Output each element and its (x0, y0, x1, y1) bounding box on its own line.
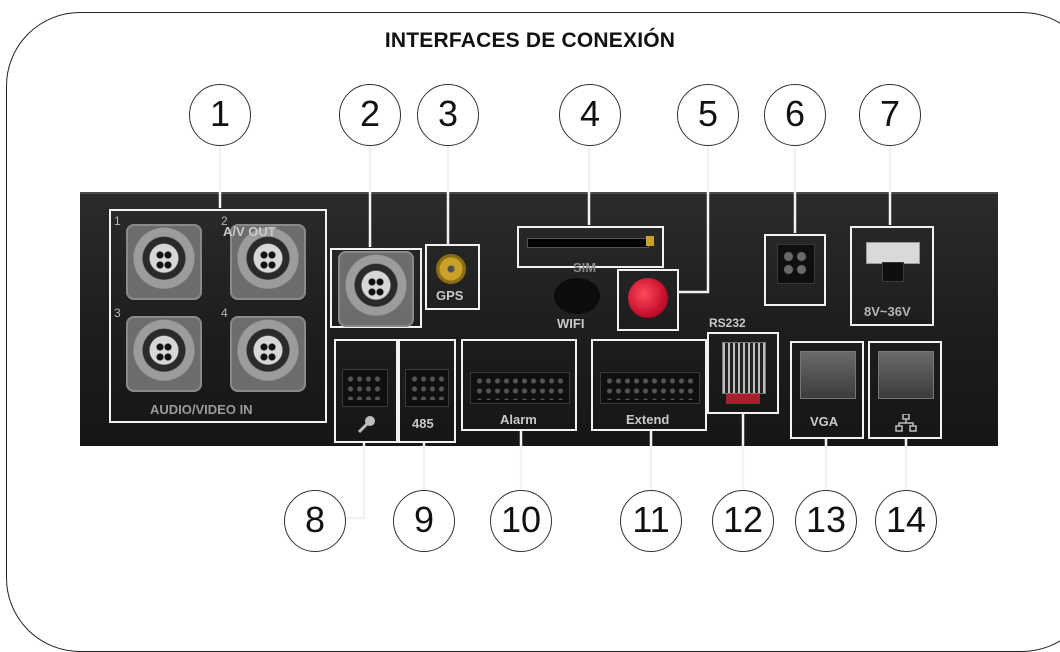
mic-port-group (334, 339, 398, 443)
sim-slot-group (517, 226, 664, 268)
leader-lines (218, 146, 908, 520)
wifi-label: WIFI (557, 316, 585, 331)
channel-label-2: 2 (221, 214, 228, 228)
mic-icon (357, 416, 375, 434)
callout-7: 7 (859, 84, 921, 146)
callout-11: 11 (620, 490, 682, 552)
channel-label-1: 1 (114, 214, 121, 228)
callout-6: 6 (764, 84, 826, 146)
av-out-connector (338, 251, 414, 327)
channel-label-3: 3 (114, 306, 121, 320)
av-in-connector-4 (230, 316, 306, 392)
page-title: INTERFACES DE CONEXIÓN (384, 29, 676, 52)
sim-eject-pin (646, 236, 654, 246)
four-pin-contacts (782, 250, 808, 276)
rs232-port (722, 342, 766, 394)
network-icon (895, 414, 917, 432)
callout-4: 4 (559, 84, 621, 146)
voltage-label: 8V~36V (864, 304, 911, 319)
callout-9: 9 (393, 490, 455, 552)
extend-label: Extend (626, 412, 670, 427)
extend-port-pins (605, 376, 695, 400)
power-connector-latch (882, 262, 904, 282)
network-port (878, 351, 934, 399)
callout-3: 3 (417, 84, 479, 146)
callout-10: 10 (490, 490, 552, 552)
gps-connector (436, 254, 466, 284)
alarm-port-group (461, 339, 577, 431)
callout-12: 12 (712, 490, 774, 552)
callout-14: 14 (875, 490, 937, 552)
alarm-label: Alarm (500, 412, 537, 427)
mic-port-pins (346, 374, 382, 400)
callout-5: 5 (677, 84, 739, 146)
vga-port (800, 351, 856, 399)
alarm-port-pins (475, 376, 565, 400)
rs485-label: 485 (412, 416, 434, 431)
av-in-connector-3 (126, 316, 202, 392)
av-out-label: A/V OUT (223, 224, 276, 239)
audio-video-in-label: AUDIO/VIDEO IN (150, 402, 253, 417)
antenna-connector (628, 278, 668, 318)
rs232-port-base (726, 394, 760, 404)
channel-label-4: 4 (221, 306, 228, 320)
gps-label: GPS (436, 288, 464, 303)
callout-1: 1 (189, 84, 251, 146)
audio-video-in-group (109, 209, 327, 423)
vga-label: VGA (810, 414, 839, 429)
rs232-label: RS232 (709, 316, 746, 330)
av-in-connector-2 (230, 224, 306, 300)
av-out-group (330, 248, 422, 328)
wifi-antenna-mount (554, 278, 600, 314)
rs485-port-pins (410, 374, 444, 400)
antenna-group (617, 269, 679, 331)
rs485-port-group (398, 339, 456, 443)
extend-port-group (591, 339, 707, 431)
callout-8: 8 (284, 490, 346, 552)
callout-13: 13 (795, 490, 857, 552)
av-in-connector-1 (126, 224, 202, 300)
callout-2: 2 (339, 84, 401, 146)
sim-label: SIM (573, 260, 597, 275)
gps-group (425, 244, 480, 310)
four-pin-connector-group (764, 234, 826, 306)
power-input-group (850, 226, 934, 326)
